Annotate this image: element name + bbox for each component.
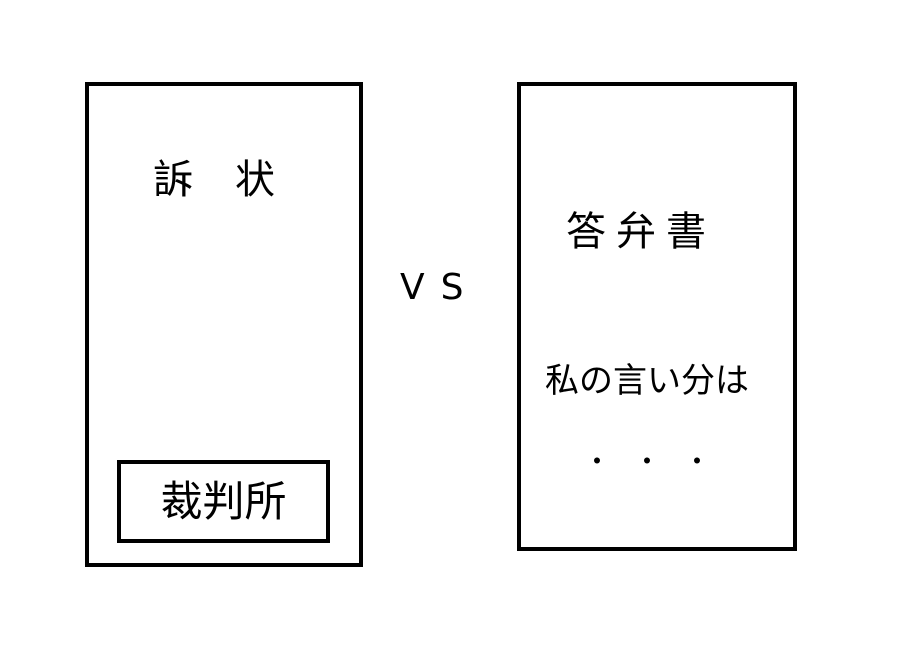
complaint-title: 訴状 (153, 160, 275, 200)
complaint-title-char-2: 状 (235, 157, 275, 203)
answer-title: 答弁書 (566, 209, 716, 255)
answer-ellipsis: ・・・ (583, 445, 734, 478)
complaint-document: 訴状 裁判所 (85, 82, 363, 567)
court-label: 裁判所 (160, 476, 287, 526)
versus-label: VS (400, 267, 480, 308)
answer-claim-text: 私の言い分は (545, 361, 749, 401)
answer-document: 答弁書 私の言い分は ・・・ (517, 82, 797, 551)
court-stamp-box: 裁判所 (117, 460, 330, 543)
complaint-title-char-1: 訴 (153, 157, 193, 203)
